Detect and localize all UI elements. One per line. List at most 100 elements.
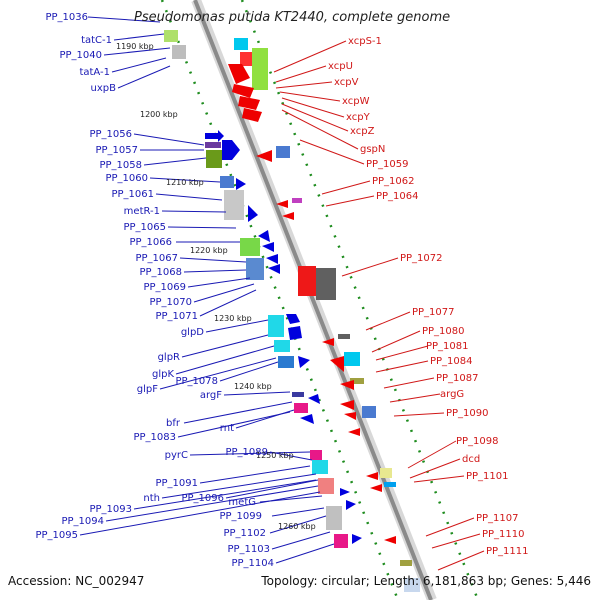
gene-label[interactable]: PP_1077 bbox=[412, 307, 455, 318]
gene-feature[interactable] bbox=[300, 414, 314, 424]
gene-feature[interactable] bbox=[344, 412, 356, 420]
gene-label[interactable]: PP_1110 bbox=[482, 529, 525, 540]
gene-feature[interactable] bbox=[258, 230, 270, 242]
gene-feature[interactable] bbox=[362, 406, 376, 418]
gene-feature[interactable] bbox=[234, 38, 248, 50]
gene-feature[interactable] bbox=[282, 212, 294, 220]
gene-label[interactable]: PP_1099 bbox=[219, 511, 262, 522]
gene-label[interactable]: PP_1093 bbox=[89, 504, 132, 515]
gene-feature[interactable] bbox=[298, 266, 316, 296]
gene-feature[interactable] bbox=[316, 268, 336, 300]
gene-label[interactable]: argG bbox=[440, 389, 464, 400]
gene-feature[interactable] bbox=[236, 178, 246, 190]
gene-feature[interactable] bbox=[242, 108, 262, 122]
gene-label[interactable]: nth bbox=[143, 493, 160, 504]
gene-label[interactable]: PP_1061 bbox=[111, 189, 154, 200]
gene-label[interactable]: PP_1057 bbox=[95, 145, 138, 156]
gene-label[interactable]: PP_1089 bbox=[225, 447, 268, 458]
gene-label[interactable]: PP_1040 bbox=[59, 50, 102, 61]
gene-feature[interactable] bbox=[322, 338, 334, 346]
gene-feature[interactable] bbox=[294, 403, 308, 413]
gene-feature[interactable] bbox=[206, 150, 222, 168]
gene-feature[interactable] bbox=[224, 190, 244, 220]
gene-label[interactable]: xcpV bbox=[334, 77, 359, 88]
gene-label[interactable]: glpR bbox=[158, 352, 180, 363]
gene-feature[interactable] bbox=[298, 356, 310, 368]
gene-feature[interactable] bbox=[205, 130, 224, 142]
gene-label[interactable]: PP_1059 bbox=[366, 159, 409, 170]
gene-label[interactable]: xcpU bbox=[328, 61, 353, 72]
gene-label[interactable]: pyrC bbox=[165, 450, 188, 461]
gene-label[interactable]: uxpB bbox=[91, 83, 117, 94]
gene-feature[interactable] bbox=[205, 142, 221, 148]
gene-feature[interactable] bbox=[274, 340, 290, 352]
gene-label[interactable]: PP_1081 bbox=[426, 341, 469, 352]
gene-label[interactable]: PP_1094 bbox=[61, 516, 104, 527]
gene-feature[interactable] bbox=[400, 560, 412, 566]
gene-label[interactable]: PP_1091 bbox=[155, 478, 198, 489]
gene-label[interactable]: tatA-1 bbox=[79, 67, 110, 78]
gene-feature[interactable] bbox=[326, 506, 342, 530]
gene-feature[interactable] bbox=[292, 392, 304, 397]
gene-label[interactable]: PP_1064 bbox=[376, 191, 419, 202]
gene-label[interactable]: PP_1084 bbox=[430, 356, 473, 367]
gene-feature[interactable] bbox=[256, 150, 272, 162]
gene-feature[interactable] bbox=[220, 176, 234, 188]
gene-label[interactable]: xcpZ bbox=[350, 126, 375, 137]
gene-feature[interactable] bbox=[288, 326, 302, 340]
gene-feature[interactable] bbox=[238, 96, 260, 110]
gene-feature[interactable] bbox=[318, 478, 334, 494]
gene-feature[interactable] bbox=[334, 534, 348, 548]
gene-feature[interactable] bbox=[286, 314, 300, 324]
gene-feature[interactable] bbox=[350, 378, 364, 384]
gene-feature[interactable] bbox=[330, 356, 344, 372]
gene-label[interactable]: xcpW bbox=[342, 96, 370, 107]
gene-feature[interactable] bbox=[164, 30, 178, 42]
gene-label[interactable]: PP_1107 bbox=[476, 513, 519, 524]
gene-label[interactable]: PP_1098 bbox=[456, 436, 499, 447]
gene-label[interactable]: PP_1062 bbox=[372, 176, 415, 187]
gene-label[interactable]: glpK bbox=[152, 369, 174, 380]
gene-label[interactable]: metG bbox=[228, 497, 256, 508]
gene-feature[interactable] bbox=[308, 394, 320, 404]
gene-feature[interactable] bbox=[352, 534, 362, 544]
gene-label[interactable]: PP_1058 bbox=[99, 160, 142, 171]
gene-label[interactable]: dcd bbox=[462, 454, 480, 465]
gene-label[interactable]: argF bbox=[200, 390, 222, 401]
gene-label[interactable]: PP_1102 bbox=[223, 528, 266, 539]
gene-label[interactable]: metR-1 bbox=[124, 206, 160, 217]
gene-feature[interactable] bbox=[344, 352, 360, 366]
gene-feature[interactable] bbox=[276, 200, 288, 208]
gene-feature[interactable] bbox=[340, 400, 354, 410]
gene-label[interactable]: PP_1083 bbox=[133, 432, 176, 443]
gene-label[interactable]: PP_1104 bbox=[231, 558, 274, 569]
gene-label[interactable]: PP_1066 bbox=[129, 237, 172, 248]
gene-label[interactable]: PP_1095 bbox=[35, 530, 78, 541]
gene-feature[interactable] bbox=[384, 536, 396, 544]
gene-label[interactable]: PP_1087 bbox=[436, 373, 479, 384]
gene-feature[interactable] bbox=[278, 356, 294, 368]
gene-label[interactable]: PP_1090 bbox=[446, 408, 489, 419]
gene-feature[interactable] bbox=[252, 48, 268, 90]
gene-label[interactable]: PP_1060 bbox=[105, 173, 148, 184]
gene-label[interactable]: PP_1072 bbox=[400, 253, 443, 264]
gene-feature[interactable] bbox=[276, 146, 290, 158]
gene-feature[interactable] bbox=[232, 84, 254, 98]
gene-label[interactable]: PP_1078 bbox=[175, 376, 218, 387]
gene-feature[interactable] bbox=[366, 472, 378, 480]
gene-label[interactable]: bfr bbox=[166, 418, 181, 429]
gene-feature[interactable] bbox=[338, 334, 350, 339]
gene-label[interactable]: glpD bbox=[181, 327, 204, 338]
gene-feature[interactable] bbox=[404, 578, 420, 592]
gene-label[interactable]: PP_1080 bbox=[422, 326, 465, 337]
gene-feature[interactable] bbox=[348, 428, 360, 436]
gene-label[interactable]: PP_1036 bbox=[45, 12, 88, 23]
gene-feature[interactable] bbox=[370, 484, 382, 492]
gene-label[interactable]: glpF bbox=[137, 384, 158, 395]
gene-feature[interactable] bbox=[172, 45, 186, 59]
gene-feature[interactable] bbox=[346, 500, 356, 510]
gene-feature[interactable] bbox=[340, 380, 354, 390]
gene-label[interactable]: PP_1068 bbox=[139, 267, 182, 278]
gene-label[interactable]: PP_1103 bbox=[227, 544, 270, 555]
gene-feature[interactable] bbox=[222, 140, 240, 160]
